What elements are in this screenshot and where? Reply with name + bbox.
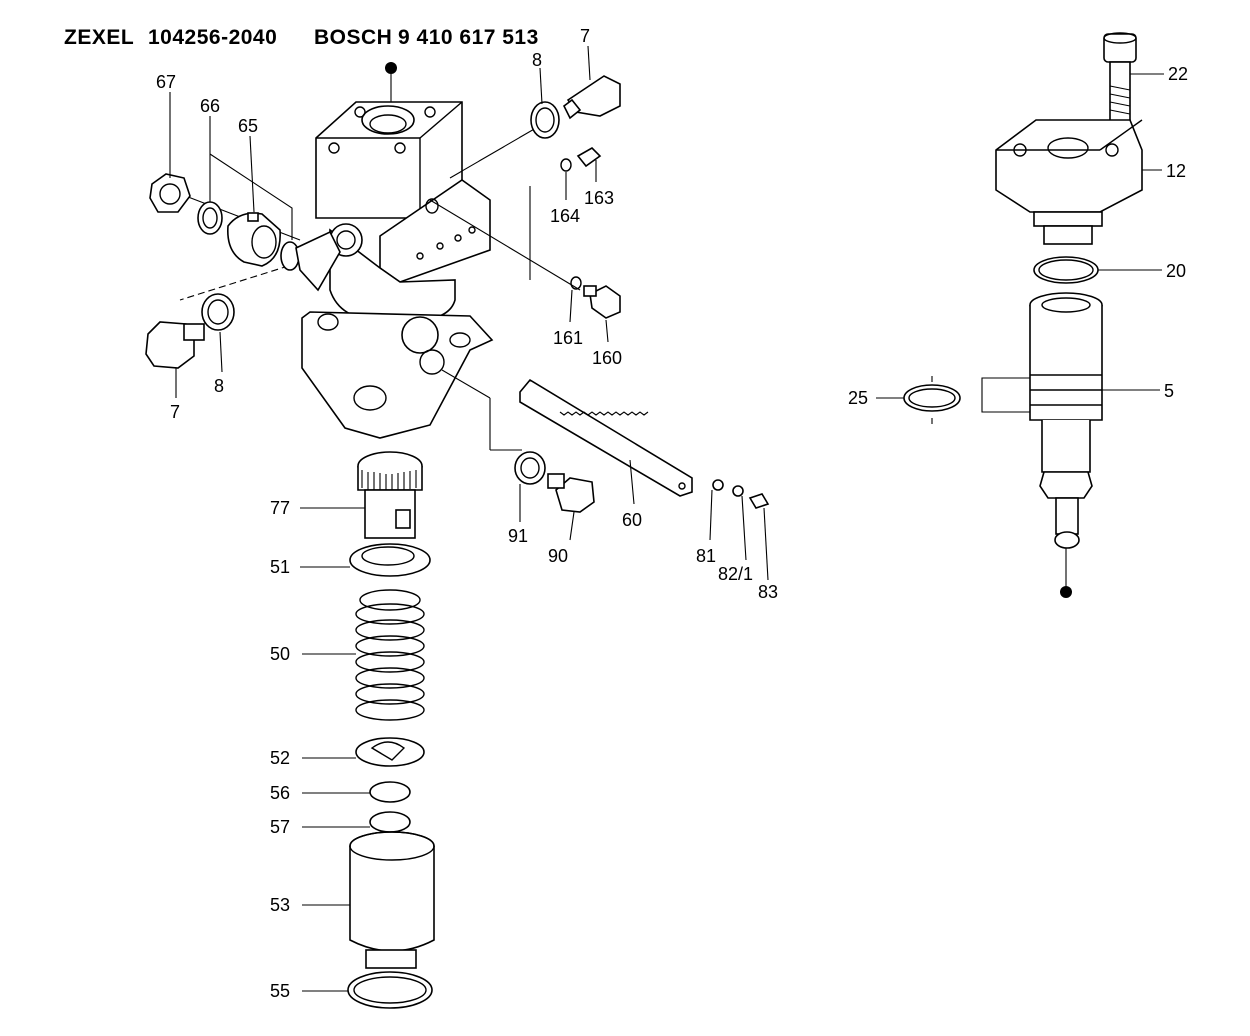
callout-56: 56 [270,783,290,803]
callout-20: 20 [1166,261,1186,281]
plunger-spring-stack [347,451,435,1009]
callout-81: 81 [696,546,716,566]
upper-fittings [530,75,621,319]
callout-60: 60 [622,510,642,530]
callout-55: 55 [270,981,290,1001]
diagram-header: ZEXEL 104256-2040 BOSCH 9 410 617 513 [64,26,539,49]
callout-8-left: 8 [214,376,224,396]
brand-zexel: ZEXEL [64,26,134,49]
reference-dot-top [385,62,397,74]
callout-25: 25 [848,388,868,408]
callout-91: 91 [508,526,528,546]
callout-82-1: 82/1 [718,564,753,584]
callout-67: 67 [156,72,176,92]
spring [355,589,425,721]
callout-57: 57 [270,817,290,837]
callout-66: 66 [200,96,220,116]
left-side-parts [145,173,341,369]
reference-dot-bottom [1060,586,1072,598]
bosch-part-number: 9 410 617 513 [398,26,539,49]
callout-53: 53 [270,895,290,915]
zexel-part-number: 104256-2040 [148,26,277,49]
pump-housing [169,62,581,451]
callout-163: 163 [584,188,614,208]
callout-labels: 67 66 65 8 7 164 163 161 160 7 8 77 51 5… [156,26,1188,1001]
callout-161: 161 [553,328,583,348]
callout-12: 12 [1166,161,1186,181]
callout-164: 164 [550,206,580,226]
callout-7-upper: 7 [580,26,590,46]
control-rack [519,378,693,497]
brand-bosch: BOSCH [314,26,392,49]
callout-5: 5 [1164,381,1174,401]
element-assembly [903,32,1143,598]
callout-77: 77 [270,498,290,518]
callout-83: 83 [758,582,778,602]
middle-fittings [514,451,770,513]
callout-7-left: 7 [170,402,180,422]
callout-52: 52 [270,748,290,768]
callout-50: 50 [270,644,290,664]
callout-65: 65 [238,116,258,136]
leader-lines [169,45,1164,992]
callout-90: 90 [548,546,568,566]
callout-8-upper: 8 [532,50,542,70]
callout-160: 160 [592,348,622,368]
callout-51: 51 [270,557,290,577]
callout-22: 22 [1168,64,1188,84]
